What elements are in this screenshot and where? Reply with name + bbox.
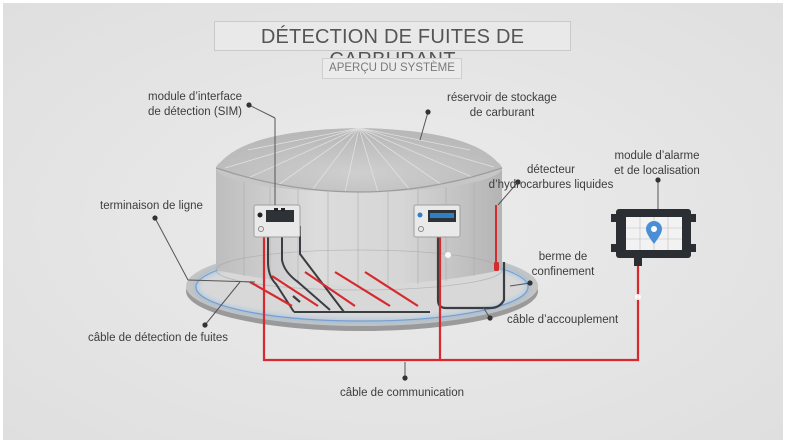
sim-module-left	[253, 204, 301, 238]
sim-label-line2: de détection (SIM)	[148, 106, 242, 118]
tank-label: réservoir de stockage de carburant	[432, 91, 572, 121]
alarm-label: module d’alarme et de localisation	[595, 149, 719, 179]
berm-label-line2: confinement	[531, 266, 595, 278]
comm-cable-label: câble de communication	[340, 387, 465, 399]
fuel-tank	[215, 127, 503, 291]
title-box: DÉTECTION DE FUITES DE CARBURANT	[214, 21, 571, 71]
junction-glow	[445, 252, 451, 258]
junction-glow-right	[635, 294, 641, 300]
berm-label: berme de confinement	[523, 250, 603, 280]
sim-label-line1: module d’interface	[148, 91, 242, 103]
berm-label-line1: berme de	[538, 251, 588, 263]
alarm-location-module	[611, 209, 696, 266]
subtitle-box: APERÇU DU SYSTÈME	[322, 58, 462, 79]
coupling-cable-line	[436, 233, 506, 310]
liquid-hydrocarbon-detector	[494, 205, 499, 271]
page-subtitle: APERÇU DU SYSTÈME	[329, 62, 455, 74]
leader-dots	[152, 102, 661, 381]
leak-sensing-segments	[249, 271, 419, 307]
alarm-label-line2: et de localisation	[614, 165, 700, 177]
coupling-cable-label: câble d’accouplement	[507, 314, 619, 326]
sim-label: module d’interface de détection (SIM)	[112, 90, 242, 120]
detector-label-line2: d’hydrocarbures liquides	[488, 179, 614, 191]
detector-label-line1: détecteur	[527, 164, 575, 176]
termination-label: terminaison de ligne	[100, 200, 203, 212]
detector-label: détecteur d’hydrocarbures liquides	[486, 163, 616, 193]
leader-lines	[154, 104, 659, 378]
tank-label-line2: de carburant	[469, 107, 535, 119]
communication-cable-line	[262, 236, 640, 362]
tank-label-line1: réservoir de stockage	[447, 92, 557, 104]
alarm-label-line1: module d’alarme	[614, 150, 700, 162]
sim-module-right	[413, 204, 461, 238]
leak-cable-label: câble de détection de fuites	[88, 332, 229, 344]
